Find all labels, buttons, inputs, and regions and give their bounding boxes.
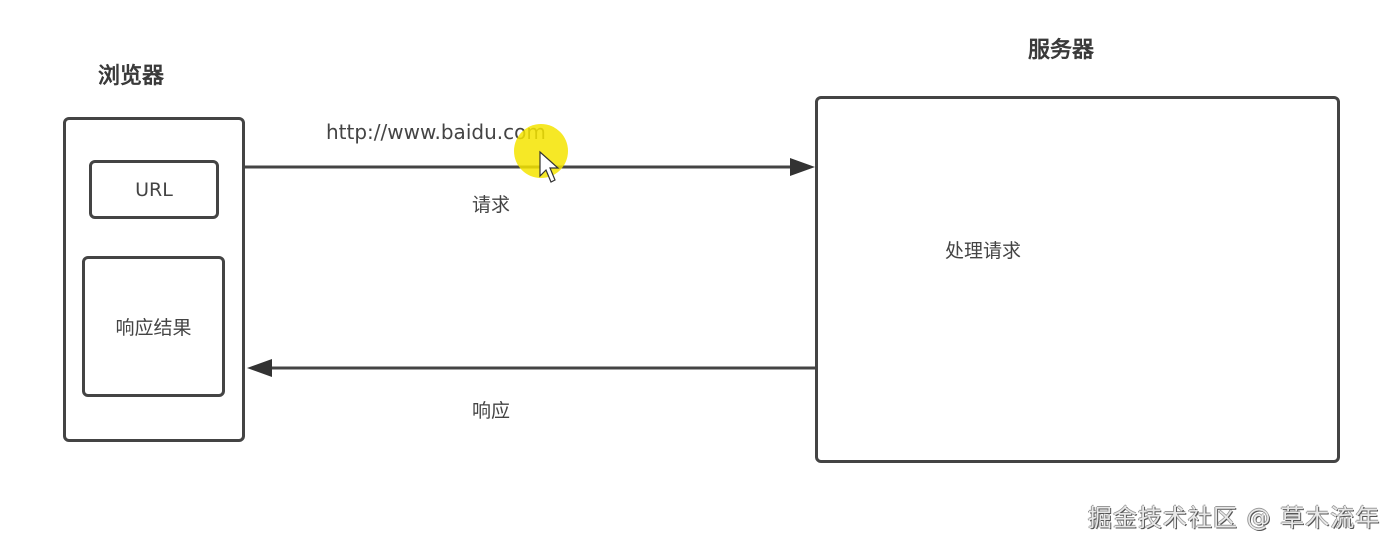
- server-box: [815, 96, 1340, 463]
- response-arrowhead-icon: [247, 359, 272, 377]
- request-url-text: http://www.baidu.com: [326, 120, 546, 144]
- watermark: 掘金技术社区 @ 草木流年: [1088, 504, 1381, 532]
- response-label: 响应: [472, 400, 511, 422]
- server-box-label: 处理请求: [945, 240, 1022, 262]
- url-box-label: URL: [135, 178, 173, 201]
- url-box: URL: [89, 160, 219, 219]
- request-arrowhead-icon: [790, 158, 815, 176]
- browser-title: 浏览器: [98, 64, 165, 89]
- request-label: 请求: [472, 194, 511, 216]
- server-title: 服务器: [1028, 38, 1095, 63]
- response-result-box: 响应结果: [82, 256, 225, 397]
- response-result-label: 响应结果: [115, 317, 192, 339]
